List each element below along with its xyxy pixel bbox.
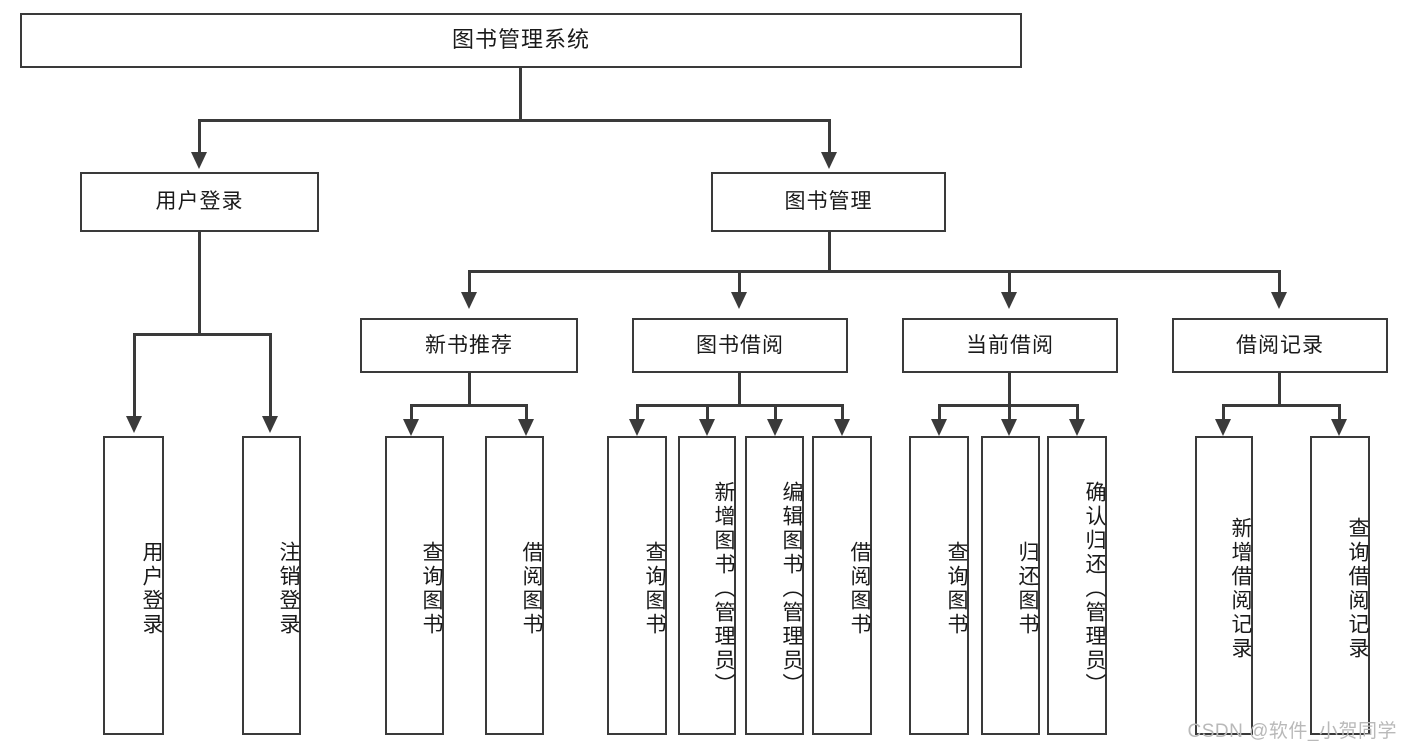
node-current-borrow[interactable]: 当前借阅: [902, 318, 1118, 373]
connector-to-new-book-recommend: [468, 270, 471, 294]
arrowhead-leaf-logout: [262, 416, 278, 433]
connector-to-current-borrow: [1008, 270, 1011, 294]
connector-book-manage-stem: [828, 232, 831, 272]
node-leaf-add-book[interactable]: 新增图书（管理员）: [678, 436, 736, 735]
connector-root-bar: [198, 119, 830, 122]
connector-bb-drop-3: [774, 404, 777, 422]
connector-root-stem: [519, 68, 522, 120]
node-label: 确认归还（管理员）: [1083, 480, 1106, 697]
connector-bb-drop-4: [841, 404, 844, 422]
node-new-book-recommend[interactable]: 新书推荐: [360, 318, 578, 373]
node-label: 用户登录: [155, 190, 244, 214]
connector-current-borrow-stem: [1008, 373, 1011, 405]
connector-user-login-stem: [198, 232, 201, 334]
node-label: 图书管理系统: [451, 27, 590, 53]
node-leaf-query-book-3[interactable]: 查询图书: [909, 436, 969, 735]
arrowhead-leaf-borrow-book-2: [834, 419, 850, 436]
node-leaf-edit-book[interactable]: 编辑图书（管理员）: [745, 436, 804, 735]
arrowhead-leaf-return-book: [1001, 419, 1017, 436]
node-label: 借阅图书: [848, 540, 871, 637]
connector-user-login-drop-1: [133, 333, 136, 418]
connector-br-drop-1: [1222, 404, 1225, 422]
node-borrow-record[interactable]: 借阅记录: [1172, 318, 1388, 373]
arrowhead-leaf-add-book: [699, 419, 715, 436]
connector-user-login-drop-2: [269, 333, 272, 418]
node-root-book-management-system[interactable]: 图书管理系统: [20, 13, 1022, 68]
node-label: 查询图书: [643, 540, 666, 637]
connector-new-book-recommend-stem: [468, 373, 471, 405]
connector-bb-drop-2: [706, 404, 709, 422]
connector-book-manage-bar: [468, 270, 1280, 273]
arrowhead-leaf-user-login: [126, 416, 142, 433]
node-leaf-query-book-1[interactable]: 查询图书: [385, 436, 444, 735]
node-label: 图书管理: [784, 190, 873, 214]
csdn-watermark: CSDN @软件_小贺同学: [1187, 721, 1397, 742]
connector-to-book-manage: [828, 119, 831, 154]
node-book-borrow[interactable]: 图书借阅: [632, 318, 848, 373]
arrowhead-leaf-borrow-book-1: [518, 419, 534, 436]
arrowhead-to-borrow-record: [1271, 292, 1287, 309]
connector-to-user-login: [198, 119, 201, 154]
node-user-login[interactable]: 用户登录: [80, 172, 319, 232]
node-leaf-query-record[interactable]: 查询借阅记录: [1310, 436, 1370, 735]
node-label: 编辑图书（管理员）: [780, 480, 803, 697]
node-leaf-borrow-book-1[interactable]: 借阅图书: [485, 436, 544, 735]
node-leaf-return-book[interactable]: 归还图书: [981, 436, 1040, 735]
node-leaf-query-book-2[interactable]: 查询图书: [607, 436, 667, 735]
connector-cb-drop-3: [1076, 404, 1079, 422]
node-label: 借阅图书: [520, 540, 543, 637]
node-label: 用户登录: [140, 540, 163, 637]
node-leaf-add-record[interactable]: 新增借阅记录: [1195, 436, 1253, 735]
connector-user-login-bar: [133, 333, 271, 336]
arrowhead-to-new-book-recommend: [461, 292, 477, 309]
node-label: 注销登录: [277, 540, 300, 637]
node-leaf-logout[interactable]: 注销登录: [242, 436, 301, 735]
connector-br-drop-2: [1338, 404, 1341, 422]
node-label: 查询图书: [945, 540, 968, 637]
connector-cb-drop-1: [938, 404, 941, 422]
node-label: 新增借阅记录: [1229, 516, 1252, 661]
node-label: 新书推荐: [425, 333, 513, 357]
arrowhead-leaf-confirm-return: [1069, 419, 1085, 436]
node-book-manage[interactable]: 图书管理: [711, 172, 946, 232]
connector-borrow-record-bar: [1222, 404, 1340, 407]
arrowhead-to-book-borrow: [731, 292, 747, 309]
arrowhead-to-user-login: [191, 152, 207, 169]
arrowhead-to-book-manage: [821, 152, 837, 169]
arrowhead-leaf-query-record: [1331, 419, 1347, 436]
connector-borrow-record-stem: [1278, 373, 1281, 405]
node-label: 查询借阅记录: [1346, 516, 1369, 661]
connector-cb-drop-2: [1008, 404, 1011, 422]
node-label: 当前借阅: [966, 333, 1054, 357]
node-label: 新增图书（管理员）: [712, 480, 735, 697]
node-leaf-user-login[interactable]: 用户登录: [103, 436, 164, 735]
arrowhead-leaf-query-book-1: [403, 419, 419, 436]
arrowhead-to-current-borrow: [1001, 292, 1017, 309]
connector-book-borrow-stem: [738, 373, 741, 405]
node-leaf-confirm-return[interactable]: 确认归还（管理员）: [1047, 436, 1107, 735]
node-label: 查询图书: [420, 540, 443, 637]
arrowhead-leaf-query-book-2: [629, 419, 645, 436]
node-label: 图书借阅: [696, 333, 784, 357]
connector-to-book-borrow: [738, 270, 741, 294]
arrowhead-leaf-add-record: [1215, 419, 1231, 436]
arrowhead-leaf-query-book-3: [931, 419, 947, 436]
connector-to-borrow-record: [1278, 270, 1281, 294]
connector-book-borrow-bar: [636, 404, 843, 407]
connector-nbr-drop-2: [525, 404, 528, 422]
node-leaf-borrow-book-2[interactable]: 借阅图书: [812, 436, 872, 735]
connector-bb-drop-1: [636, 404, 639, 422]
node-label: 归还图书: [1016, 540, 1039, 637]
connector-nbr-drop-1: [410, 404, 413, 422]
arrowhead-leaf-edit-book: [767, 419, 783, 436]
node-label: 借阅记录: [1236, 333, 1324, 357]
connector-new-book-recommend-bar: [410, 404, 527, 407]
